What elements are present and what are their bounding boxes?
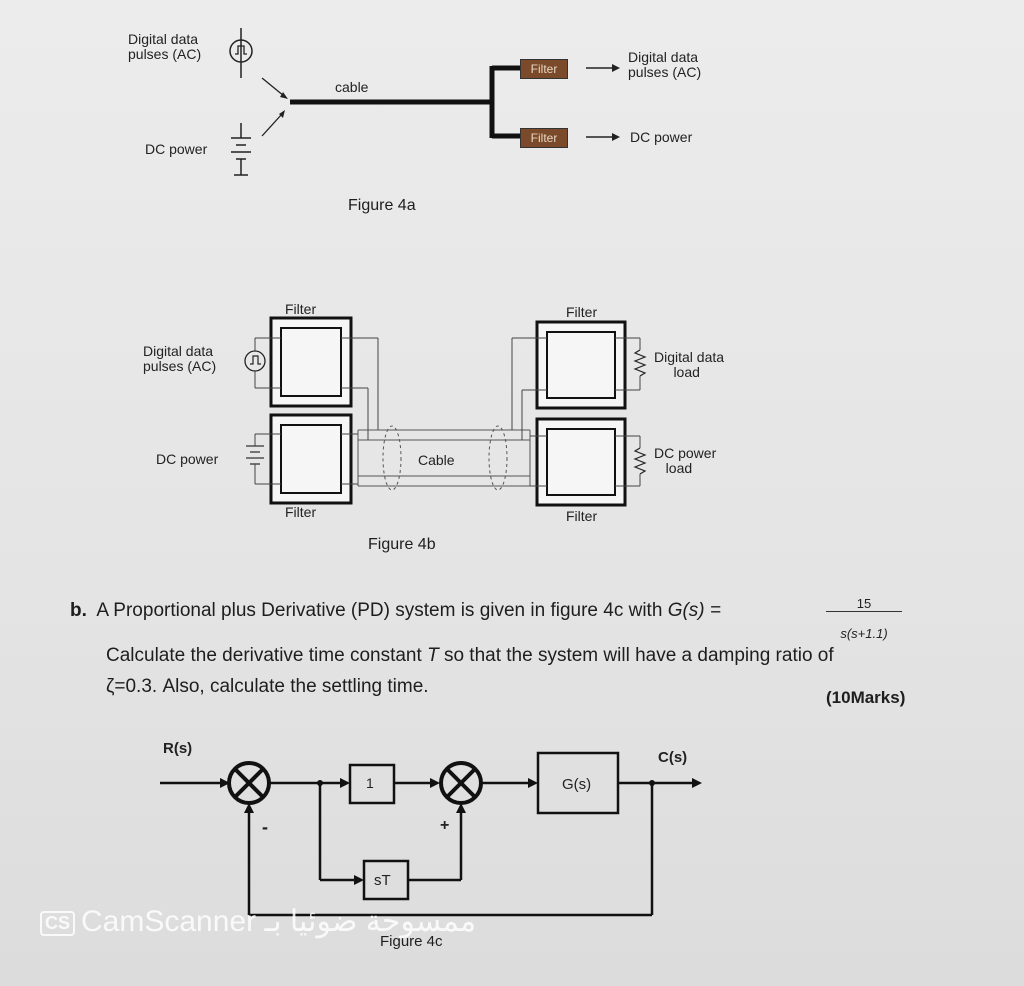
fig4a-cable-label: cable: [335, 79, 369, 95]
question-marks: (10Marks): [826, 688, 906, 707]
tf-numerator: 15: [826, 596, 902, 612]
ac-source-icon: [229, 39, 253, 63]
fig4a-filter-bottom: Filter: [520, 128, 568, 148]
fig4a-ac-label: Digital data pulses (AC): [128, 31, 202, 62]
fig4c-caption: Figure 4c: [380, 933, 443, 950]
filter-box-left-bottom: [269, 413, 353, 505]
fig4b-cable-label: Cable: [418, 452, 455, 468]
fig4b-ac-load-label: Digital data load: [654, 349, 725, 380]
filter-box-right-bottom: [535, 417, 627, 507]
resistor-icon: [633, 349, 647, 377]
fig4c-input-label: R(s): [163, 740, 193, 757]
fig4a-dc-label: DC power: [145, 141, 208, 157]
question-line-3: ζ=0.3. Also, calculate the settling time…: [106, 676, 429, 697]
filter-box-left-top: [269, 316, 353, 408]
transfer-function-lhs: G(s) =: [667, 600, 722, 621]
fig4a-filter-top: Filter: [520, 59, 568, 79]
fig4c-derivative-label: sT: [374, 872, 391, 889]
question-line-1: b. A Proportional plus Derivative (PD) s…: [70, 600, 721, 622]
fig4c-plus-sign: +: [440, 817, 450, 834]
fig4b-filter-label-bl: Filter: [285, 504, 317, 520]
question-text-1: A Proportional plus Derivative (PD) syst…: [96, 600, 663, 621]
fig4a-dc-output: DC power: [630, 129, 693, 145]
camscanner-logo-icon: CS: [40, 910, 76, 936]
fig4b-caption: Figure 4b: [368, 536, 436, 553]
fig4a-ac-output: Digital data pulses (AC): [628, 49, 702, 80]
filter-box-right-top: [535, 320, 627, 410]
fig4a-caption: Figure 4a: [348, 197, 416, 214]
fig4b-ac-source-label: Digital data pulses (AC): [143, 343, 217, 374]
fig4b-filter-label-tl: Filter: [285, 301, 317, 317]
question-label: b.: [70, 600, 87, 621]
fig4c-plant-label: G(s): [562, 776, 592, 793]
fig4b-dc-load-label: DC power load: [654, 445, 717, 476]
fig4c-output-label: C(s): [658, 749, 688, 766]
question-line-2: Calculate the derivative time constant T…: [106, 645, 834, 666]
tf-denominator: s(s+1.1): [840, 626, 888, 641]
fig4c-minus-sign: -: [262, 817, 268, 837]
fig4b-dc-source-label: DC power: [156, 451, 219, 467]
fig4b-filter-label-tr: Filter: [566, 304, 598, 320]
fig4b-filter-label-br: Filter: [566, 508, 598, 524]
fig4c-block-1-label: 1: [366, 775, 374, 791]
